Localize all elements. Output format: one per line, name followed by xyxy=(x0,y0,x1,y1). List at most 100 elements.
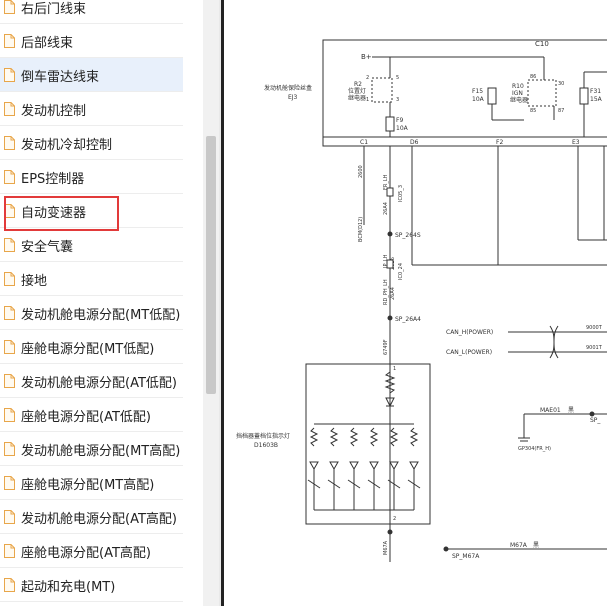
pin-86: 86 xyxy=(530,74,536,80)
label-f15: F15 xyxy=(472,88,483,95)
splice-bottom xyxy=(387,529,393,535)
document-icon xyxy=(4,339,15,354)
relay-r10 xyxy=(527,79,557,107)
label-wire-26a4b: 26A4 xyxy=(390,287,396,300)
tree-item[interactable]: 安全气囊 xyxy=(0,228,183,262)
label-f9: F9 xyxy=(396,117,403,124)
document-icon xyxy=(4,543,15,558)
label-wire-rd-ph: RD_PH_LH xyxy=(383,279,389,305)
page-edge xyxy=(221,0,224,606)
label-r2: R2 xyxy=(354,81,362,88)
document-icon xyxy=(4,33,15,48)
fuse-f9 xyxy=(385,116,395,132)
label-wire-ip-lh: IP_LH xyxy=(383,254,389,268)
label-f9-amp: 10A xyxy=(396,125,409,132)
tree-item[interactable]: 发动机舱电源分配(MT高配) xyxy=(0,432,183,466)
document-icon xyxy=(4,475,15,490)
label-sp264s: SP_264S xyxy=(395,232,421,239)
splice-26a4 xyxy=(387,315,393,321)
tree-item[interactable]: 接地 xyxy=(0,262,183,296)
document-icon xyxy=(4,203,15,218)
tree-item-label: 发动机冷却控制 xyxy=(21,138,113,153)
tree-item[interactable]: 发动机舱电源分配(AT低配) xyxy=(0,364,183,398)
label-pin1: 1 xyxy=(393,366,396,372)
pin-2: 2 xyxy=(366,75,369,81)
document-icon xyxy=(4,373,15,388)
tree-item-label: 座舱电源分配(MT低配) xyxy=(21,342,155,357)
tree-item[interactable]: 座舱电源分配(MT低配) xyxy=(0,330,183,364)
document-icon xyxy=(4,67,15,82)
tree-item[interactable]: EPS控制器 xyxy=(0,160,183,194)
sidebar-scrollbar[interactable] xyxy=(203,0,219,606)
pin-85: 85 xyxy=(530,108,536,114)
resistor xyxy=(384,371,396,394)
document-icon xyxy=(4,509,15,524)
label-sp-m67a: SP_M67A xyxy=(452,553,480,560)
document-icon xyxy=(4,577,15,592)
splice-right xyxy=(589,411,595,417)
document-icon xyxy=(4,271,15,286)
label-m67a-vert: M67A xyxy=(383,540,389,555)
label-m67a-wire: M67A xyxy=(510,542,528,549)
label-f31-amp: 15A xyxy=(590,96,603,103)
tree-item[interactable]: 座舱电源分配(AT低配) xyxy=(0,398,183,432)
connector-1 xyxy=(386,187,394,197)
tree-item-label: 发动机舱电源分配(MT低配) xyxy=(21,308,181,323)
document-icon xyxy=(4,407,15,422)
label-f15-amp: 10A xyxy=(472,96,485,103)
tree-item[interactable]: 右后门线束 xyxy=(0,0,183,24)
pin-5: 5 xyxy=(396,75,399,81)
tree-item[interactable]: 倒车雷达线束 xyxy=(0,58,183,92)
connector-strip xyxy=(322,136,607,147)
tree-item[interactable]: 发动机冷却控制 xyxy=(0,126,183,160)
label-c1: C1 xyxy=(360,139,368,146)
tree-item-label: 发动机控制 xyxy=(21,104,87,119)
label-r2-name2: 继电器 xyxy=(348,94,366,102)
tree-item[interactable]: 座舱电源分配(AT高配) xyxy=(0,534,183,568)
relay-r2 xyxy=(371,77,393,103)
tree-item-label: 座舱电源分配(MT高配) xyxy=(21,478,155,493)
tree-item-label: 起动和充电(MT) xyxy=(21,580,116,595)
label-c10: C10 xyxy=(535,40,549,48)
label-r2-name1: 位置灯 xyxy=(348,87,366,95)
label-sp26a4: SP_26A4 xyxy=(395,316,421,323)
label-r10-name1: IGN xyxy=(512,90,523,97)
tree-item-label: 发动机舱电源分配(AT高配) xyxy=(21,512,177,527)
tree-item-label: 右后门线束 xyxy=(21,2,87,17)
tree-item-label: 座舱电源分配(AT低配) xyxy=(21,410,151,425)
tree-item[interactable]: 发动机控制 xyxy=(0,92,183,126)
label-e3: E3 xyxy=(572,139,580,146)
sidebar-scrollbar-thumb[interactable] xyxy=(206,136,216,394)
tree-item-label: 发动机舱电源分配(MT高配) xyxy=(21,444,181,459)
tree-item[interactable]: 发动机舱电源分配(MT低配) xyxy=(0,296,183,330)
tree-item[interactable]: 起动和充电(MT) xyxy=(0,568,183,602)
schematic-page: C10 B+ 发动机舱保险丝盒 EJ3 R2 位置灯 继电器 5 3 2 1 F… xyxy=(224,0,607,606)
tree-item[interactable]: 发动机舱电源分配(AT高配) xyxy=(0,500,183,534)
indicator-module xyxy=(305,363,431,525)
pin-3: 3 xyxy=(396,97,399,103)
label-wire-2600: 2600 xyxy=(358,165,364,178)
document-icon xyxy=(4,101,15,116)
label-can-9001t: 9001T xyxy=(586,345,603,351)
label-mae01-color: 黑 xyxy=(568,407,574,414)
tree-item[interactable]: 自动变速器 xyxy=(0,194,183,228)
label-sp-right: SP_ xyxy=(590,417,601,424)
label-wire-6749f: 6749F xyxy=(383,339,389,355)
label-r10: R10 xyxy=(512,83,524,90)
label-wire-ic05: IC05_3 xyxy=(398,185,404,202)
label-fusebox: 发动机舱保险丝盒 xyxy=(264,84,312,92)
label-f31: F31 xyxy=(590,88,601,95)
label-r10-name2: 继电器 xyxy=(510,96,528,104)
tree-item[interactable]: 座舱电源分配(MT高配) xyxy=(0,466,183,500)
tree-item-label: 后部线束 xyxy=(21,36,74,51)
label-can-h: CAN_H(POWER) xyxy=(446,329,493,336)
document-tree-panel: 右后门线束后部线束倒车雷达线束发动机控制发动机冷却控制 EPS控制器自动变速器安全… xyxy=(0,0,203,606)
tree-item-label: 自动变速器 xyxy=(21,206,87,221)
label-wire-26a4: 26A4 xyxy=(383,202,389,215)
splice-264s xyxy=(387,231,393,237)
label-f2: F2 xyxy=(496,139,503,146)
connector-2 xyxy=(386,259,394,269)
label-d1603: D1603B xyxy=(254,442,278,449)
label-m67a-color: 黑 xyxy=(533,542,539,549)
tree-item[interactable]: 后部线束 xyxy=(0,24,183,58)
